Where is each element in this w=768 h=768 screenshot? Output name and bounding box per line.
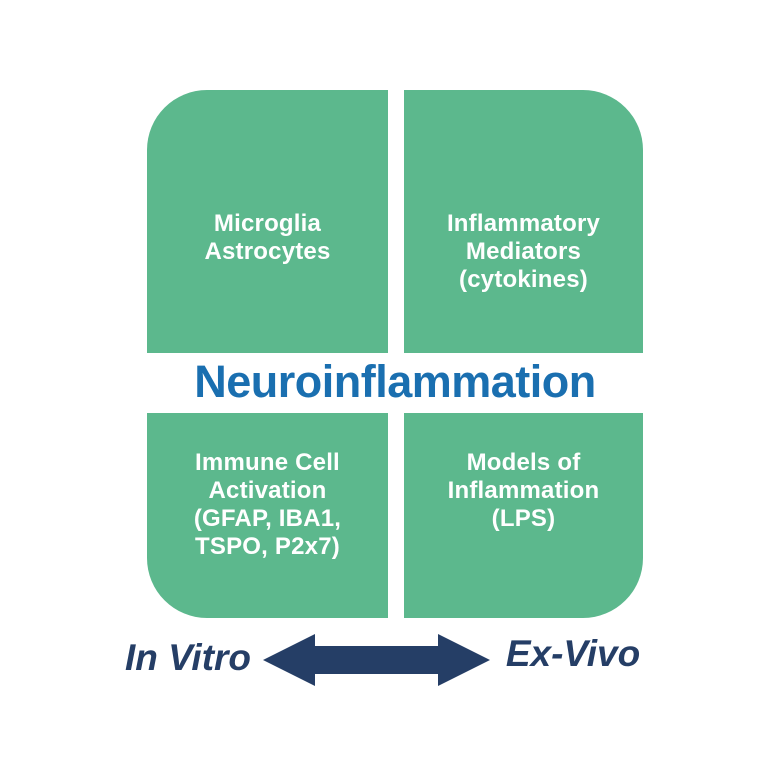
quadrant-inflammatory-mediators: Inflammatory Mediators (cytokines): [404, 90, 643, 353]
axis-label-in-vitro: In Vitro: [124, 637, 252, 678]
quadrant-text-line: TSPO, P2x7): [195, 533, 340, 560]
quadrant-text-block: Microglia Astrocytes: [204, 210, 330, 266]
double-arrow-icon: [263, 634, 490, 686]
quadrant-text-block: Inflammatory Mediators (cytokines): [447, 210, 600, 294]
quadrant-text-line: Inflammation: [447, 477, 600, 504]
quadrant-text-block: Immune Cell Activation (GFAP, IBA1, TSPO…: [194, 449, 341, 561]
quadrant-text-line: (LPS): [491, 505, 556, 532]
quadrant-immune-cell-activation: Immune Cell Activation (GFAP, IBA1, TSPO…: [147, 413, 388, 618]
quadrant-microglia-astrocytes: Microglia Astrocytes: [147, 90, 388, 353]
quadrant-text-line: (cytokines): [459, 266, 588, 293]
diagram-title: Neuroinflammation: [194, 356, 596, 407]
quadrant-text-line: (GFAP, IBA1,: [193, 505, 342, 532]
quadrant-text-line: Microglia: [213, 210, 322, 237]
quadrant-text-line: Activation: [208, 477, 327, 504]
quadrant-text-line: Immune Cell: [195, 449, 340, 476]
quadrant-models-of-inflammation: Models of Inflammation (LPS): [404, 413, 643, 618]
quadrant-text-line: Astrocytes: [204, 238, 331, 265]
quadrant-text-block: Models of Inflammation (LPS): [448, 449, 600, 533]
quadrant-text-line: Mediators: [465, 238, 582, 265]
axis-label-ex-vivo: Ex-Vivo: [505, 633, 641, 674]
quadrant-text-line: Models of: [466, 449, 581, 476]
quadrant-text-line: Inflammatory: [446, 210, 601, 237]
